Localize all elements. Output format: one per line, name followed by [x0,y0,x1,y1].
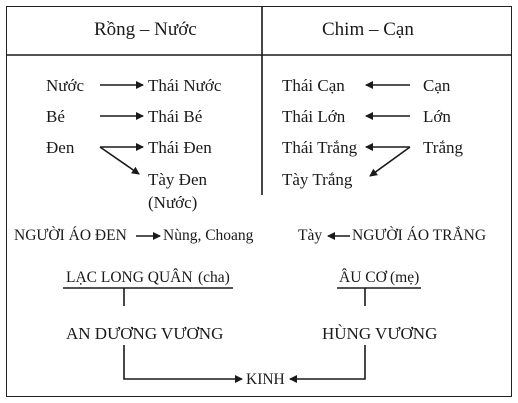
target-thai-be: Thái Bé [148,107,203,126]
target-tay-den: Tày Đen [148,170,208,189]
target-thai-lon: Thái Lớn [282,107,346,126]
target-thai-nuoc: Thái Nước [148,76,222,95]
source-nuoc: Nước [46,76,85,95]
source-be: Bé [46,107,65,126]
result-kinh: KINH [246,371,285,388]
diagram-frame [6,6,512,397]
right-merge-line [289,345,366,383]
people-ao-trang: NGƯỜI ÁO TRẮNG [352,227,487,244]
target-thai-can: Thái Cạn [282,76,345,95]
people-nung-choang: Nùng, Choang [163,227,254,244]
header-right: Chim – Cạn [322,19,414,40]
target-thai-trang: Thái Trắng [282,138,358,157]
people-ao-den: NGƯỜI ÁO ĐEN [14,227,127,244]
mother-role: (mẹ) [390,269,420,286]
target-nuoc-note: (Nước) [148,193,198,212]
source-trang: Trắng [423,138,463,157]
source-can: Cạn [423,76,451,95]
header-left: Rồng – Nước [94,19,197,40]
left-child: AN DƯƠNG VƯƠNG [66,324,224,343]
father-role: (cha) [198,269,230,286]
arrow-trang-tay [369,146,411,177]
source-lon: Lớn [423,107,451,126]
father-name: LẠC LONG QUÂN [66,269,193,286]
right-child: HÙNG VƯƠNG [322,324,438,343]
arrow-den-tay [99,146,140,175]
target-tay-trang: Tày Trắng [282,170,353,189]
people-tay: Tày [298,227,323,244]
source-den: Đen [46,138,75,157]
left-merge-line [123,345,243,383]
mother-name: ÂU CƠ [339,269,387,286]
target-thai-den: Thái Đen [148,138,212,157]
